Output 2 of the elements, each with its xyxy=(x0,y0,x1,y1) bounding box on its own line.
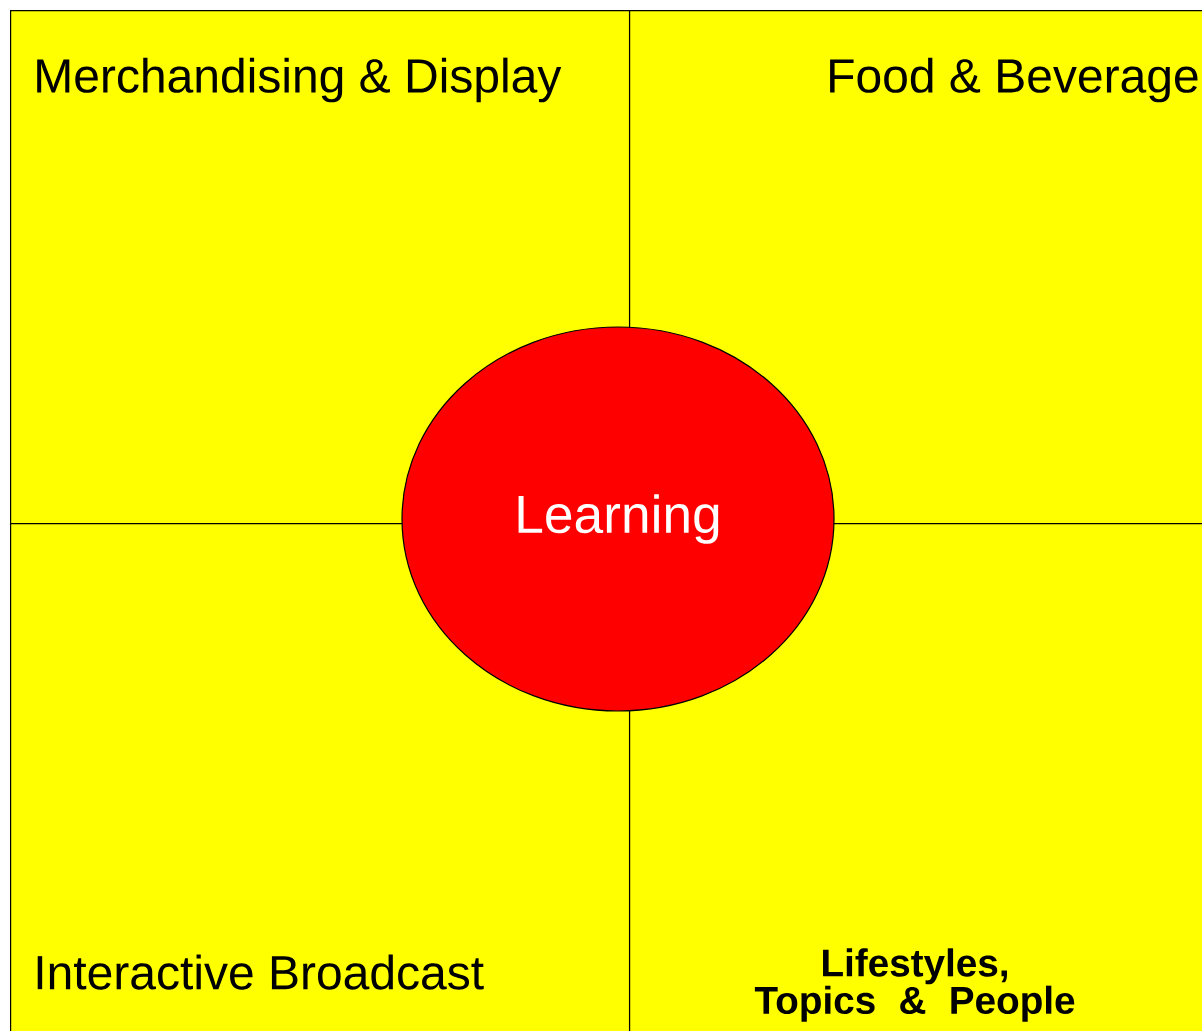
node-label: Interactive Broadcast xyxy=(37,954,484,990)
node-label: Food & Beverage xyxy=(830,57,1198,103)
